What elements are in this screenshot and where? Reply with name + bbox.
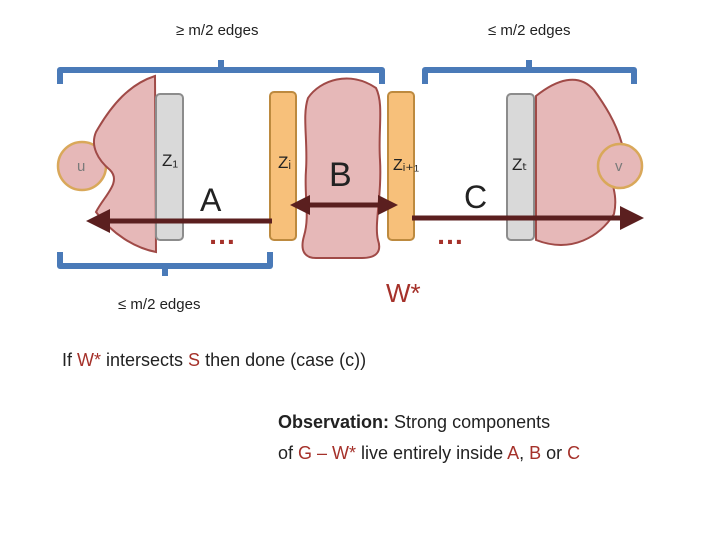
case-text-3: then done (case (c)) (200, 350, 367, 370)
top-right-brace (422, 60, 637, 84)
separator-zi (269, 91, 297, 241)
vertex-v (596, 142, 644, 190)
case-text-1: If (62, 350, 78, 370)
separator-z1 (155, 93, 184, 241)
observation-line-1: Observation: Strong components (278, 412, 550, 433)
b-blob (301, 77, 382, 259)
label-zt: Zₜ (512, 155, 527, 174)
label-zi1: Zᵢ₊₁ (393, 157, 419, 174)
case-w: W* (77, 350, 102, 370)
label-w-star: W* (386, 278, 421, 308)
observation-b: B (529, 443, 542, 463)
observation-or: or (541, 443, 568, 463)
label-c: C (464, 179, 487, 215)
separator-zi1 (387, 91, 415, 241)
observation-comma: , (519, 443, 530, 463)
dots-left: … (208, 219, 236, 250)
observation-a: A (507, 443, 520, 463)
observation-text-1: Strong components (389, 412, 551, 432)
observation-of: of (278, 443, 299, 463)
observation-live: live entirely inside (356, 443, 508, 463)
label-zi: Zᵢ (278, 153, 291, 172)
label-v: v (615, 158, 623, 175)
label-top-left-edges: ≥ m/2 edges (176, 22, 258, 39)
label-b: B (329, 156, 352, 194)
top-left-brace (57, 60, 385, 84)
label-a: A (200, 182, 222, 218)
dots-right: … (436, 219, 464, 250)
label-bottom-left-edges: ≤ m/2 edges (118, 296, 200, 313)
case-line: If W* intersects S then done (case (c)) (62, 350, 366, 371)
separator-zt (506, 93, 535, 241)
arrow-middle (290, 195, 398, 215)
observation-heading: Observation: (278, 412, 390, 432)
observation-line-2: of G – W* live entirely inside A, B or C (278, 443, 580, 464)
observation-g-minus-w: G – W* (298, 443, 357, 463)
case-s: S (188, 350, 201, 370)
case-text-2: intersects (101, 350, 189, 370)
label-top-right-edges: ≤ m/2 edges (488, 22, 570, 39)
label-z1: Z₁ (162, 151, 178, 170)
observation-c: C (567, 443, 581, 463)
left-blob (92, 74, 158, 254)
arrow-right (412, 206, 644, 230)
arrow-left (86, 209, 272, 233)
label-u: u (77, 158, 85, 175)
bottom-left-brace (57, 252, 273, 276)
